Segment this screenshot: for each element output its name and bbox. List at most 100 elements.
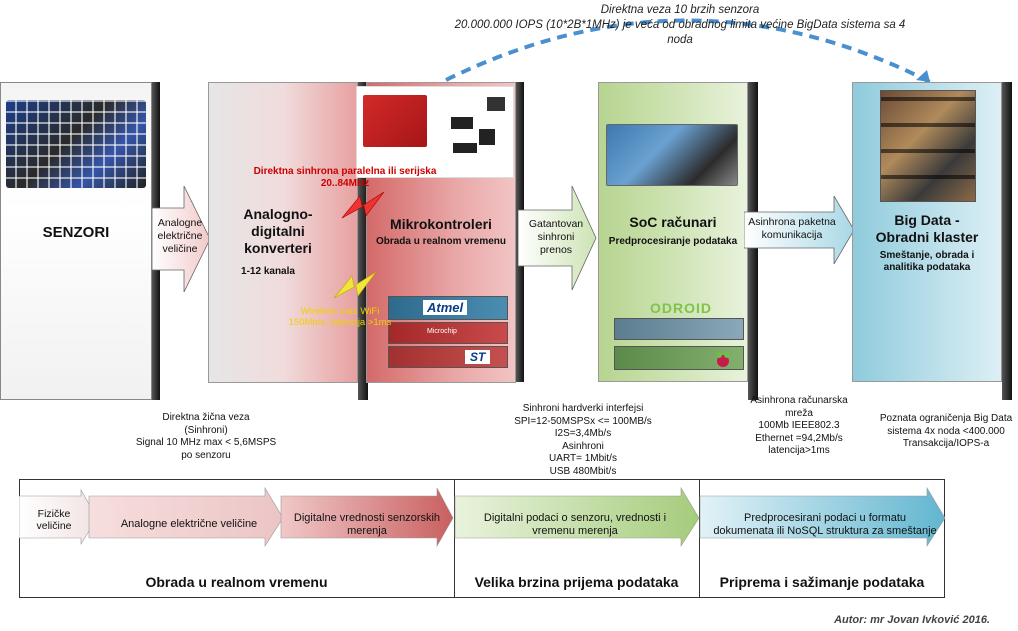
note-limits: Poznata ograničenja Big Data sistema 4x …	[876, 413, 1016, 451]
dashed-arc-arrow	[445, 18, 931, 84]
flow-step4-l2: vremenu merenja	[532, 525, 618, 537]
adc-title-l3: konverteri	[244, 240, 312, 256]
note-limits-0: Poznata ograničenja Big Data	[879, 413, 1013, 424]
flow-panel	[19, 479, 945, 598]
wireless-l2: 150Mb/s, latencija >1ms	[288, 317, 392, 328]
top-note-line1: Direktna veza 10 brzih senzora	[600, 4, 760, 16]
bigdata-title-l2: Obradni klaster	[875, 229, 979, 245]
note-net-0: Asinhrona računarska	[750, 395, 848, 406]
chip-2	[479, 129, 495, 145]
flow-arrows	[19, 486, 946, 548]
note-hw: Sinhroni hardverki interfejsi SPI=12-50M…	[508, 403, 658, 478]
async-l2: komunikacija	[761, 229, 823, 241]
phase-2: Velika brzina prijema podataka	[474, 574, 679, 590]
author-credit: Autor: mr Jovan Ivković 2016.	[834, 614, 990, 626]
note-net-2: 100Mb IEEE802.3	[758, 420, 840, 431]
arrow-async-label: Asinhrona paketna komunikacija	[744, 216, 840, 242]
flow-step1-l2: veličine	[36, 520, 72, 532]
note-net: Asinhrona računarska mreža 100Mb IEEE802…	[744, 395, 854, 458]
microcontroller-boards-photo	[356, 86, 514, 178]
note-wired-1: (Sinhroni)	[184, 424, 228, 436]
note-hw-0: Sinhroni hardverki interfejsi	[522, 403, 644, 414]
sensor-modules-photo	[6, 100, 146, 188]
note-wired-3: po senzoru	[181, 449, 231, 461]
chip-4	[487, 97, 505, 111]
note-wired-2: Signal 10 MHz max < 5,6MSPS	[135, 437, 277, 448]
arrow-sync-label: Gatantovan sinhroni prenos	[520, 218, 592, 257]
flow-step5: Predprocesirani podaci u formatu dokumen…	[703, 512, 947, 538]
st-logo: ST	[465, 350, 491, 364]
note-hw-5: USB 480Mbit/s	[549, 465, 617, 477]
direct-sync-l1: Direktna sinhrona paralelna ili serijska	[253, 166, 437, 177]
arrow-analog	[152, 186, 211, 292]
analog-l1: Analogne	[157, 217, 203, 229]
odroid-logo: ODROID	[650, 300, 712, 316]
stage-soc-sub: Predprocesiranje podataka	[608, 236, 738, 247]
stage-adc-side	[358, 82, 368, 400]
stage-mcu-title: Mikrokontroleri	[390, 216, 492, 232]
note-net-1: mreža	[785, 407, 813, 419]
top-note-line2: 20.000.000 IOPS (10*2B*1MHz) je veća od …	[454, 19, 906, 31]
stage-bigdata-title: Big Data - Obradni klaster	[852, 212, 1002, 246]
microchip-logo: Microchip	[427, 328, 457, 335]
direct-sync-label: Direktna sinhrona paralelna ili serijska…	[240, 166, 450, 190]
raspberry-board	[614, 346, 744, 370]
odroid-board	[614, 318, 744, 340]
yellow-lightning-icon	[333, 271, 377, 299]
atmel-board: Atmel	[388, 296, 508, 320]
flow-divider-2	[699, 479, 700, 598]
red-lightning-icon	[341, 191, 385, 219]
atmel-logo: Atmel	[423, 300, 468, 315]
flow-arrow-4	[454, 486, 700, 548]
direct-sync-l2: 20..84MHz	[320, 178, 370, 189]
flow-step3-l1: Digitalne vrednosti senzorskih	[293, 512, 441, 524]
stage-bigdata-sub: Smeštanje, obrada i analitika podataka	[852, 250, 1002, 274]
stage-senzori-title: SENZORI	[42, 224, 110, 241]
note-hw-3: Asinhroni	[562, 440, 604, 452]
flow-step3: Digitalne vrednosti senzorskih merenja	[281, 512, 453, 538]
stage-bigdata-side	[1002, 82, 1012, 400]
sync-l1: Gatantovan	[528, 218, 584, 230]
note-hw-1: SPI=12-50MSPSx <= 100MB/s	[514, 415, 652, 427]
chip-3	[453, 143, 477, 153]
note-limits-1: sistema 4x noda <400.000	[887, 425, 1005, 437]
phase-1: Obrada u realnom vremenu	[145, 574, 328, 590]
stage-mcu-sub: Obrada u realnom vremenu	[375, 236, 507, 247]
raspberry-icon	[716, 352, 730, 367]
wireless-label: Wireless max WiFi 150Mb/s, latencija >1m…	[270, 306, 410, 328]
note-net-3: Ethernet =94,2Mb/s	[755, 432, 843, 444]
note-limits-2: Transakcija/IOPS-a	[902, 438, 990, 449]
note-wired-0: Direktna žična veza	[162, 412, 250, 423]
flow-arrow-3	[280, 487, 454, 548]
flow-divider-1	[454, 479, 455, 598]
arrow-async	[744, 196, 855, 264]
flow-step2: Analogne električne veličine	[120, 518, 258, 530]
sync-l2: sinhroni	[537, 231, 575, 243]
async-l1: Asinhrona paketna	[748, 216, 836, 228]
cluster-photo	[880, 90, 976, 202]
flow-arrow-2	[88, 486, 284, 548]
adc-title-l1: Analogno-	[243, 206, 313, 222]
note-net-4: latencija>1ms	[768, 445, 830, 456]
analog-l2: električne	[157, 230, 203, 242]
note-wired: Direktna žična veza (Sinhroni) Signal 10…	[126, 412, 286, 462]
flow-step1-l1: Fizičke	[37, 508, 71, 520]
phase-3: Priprema i sažimanje podataka	[719, 574, 925, 590]
flow-step5-l1: Predprocesirani podaci u formatu	[743, 512, 907, 524]
wireless-l1: Wireless max WiFi	[300, 306, 380, 317]
stage-adc-sub: 1-12 kanala	[241, 266, 295, 277]
flow-step5-l2: dokumenata ili NoSQL struktura za smešta…	[713, 525, 937, 537]
note-hw-4: UART= 1Mbit/s	[549, 453, 617, 464]
arrow-sync	[518, 186, 597, 290]
flow-step4-l1: Digitalni podaci o senzoru, vrednosti i	[483, 512, 667, 524]
bigdata-sub-l1: Smeštanje, obrada i	[879, 250, 975, 261]
flow-step3-l2: merenja	[347, 525, 387, 537]
adc-title-l2: digitalni	[251, 223, 305, 239]
flow-arrow-5	[699, 486, 946, 548]
flow-step1: Fizičke veličine	[22, 508, 86, 532]
red-board	[363, 95, 427, 147]
microchip-board: Microchip	[388, 322, 508, 344]
note-hw-2: I2S=3,4Mb/s	[554, 428, 612, 439]
st-board: ST	[388, 346, 508, 368]
stage-adc	[208, 82, 358, 383]
